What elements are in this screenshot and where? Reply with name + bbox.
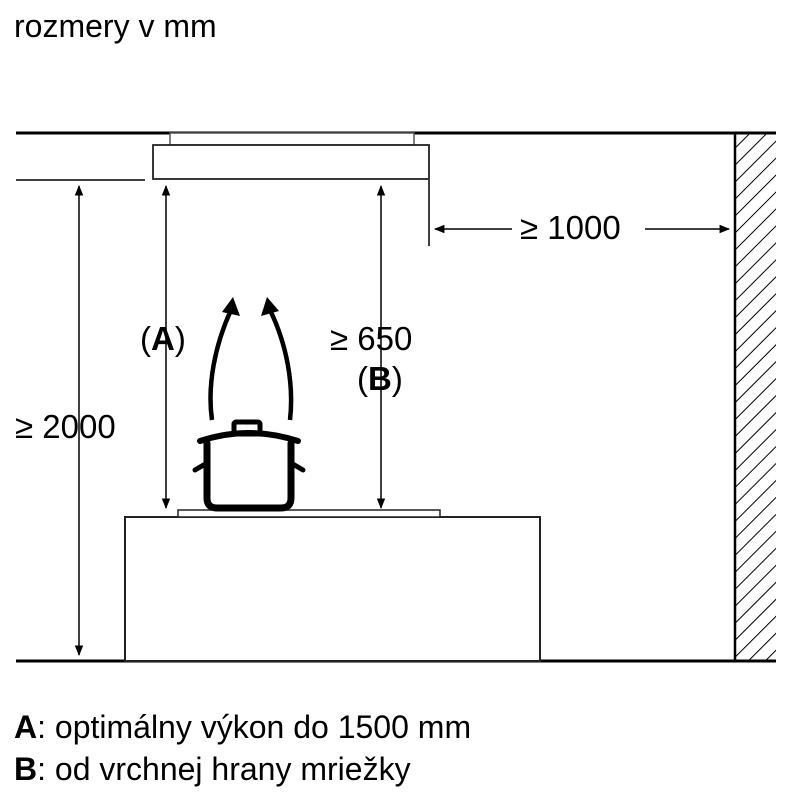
legend-item-b: B: od vrchnej hrany mriežky (14, 753, 411, 785)
legend-text-a: : optimálny výkon do 1500 mm (37, 709, 472, 745)
dim-label-b: (B) (357, 360, 403, 397)
legend-text-b: : od vrchnej hrany mriežky (37, 751, 411, 787)
legend-item-a: A: optimálny výkon do 1500 mm (14, 711, 471, 743)
wall-hatch (735, 133, 776, 661)
units-label: rozmery v mm (14, 8, 217, 44)
cooking-pot-icon (192, 419, 306, 512)
cooktop (177, 509, 441, 518)
steam-arrows-icon (208, 297, 294, 421)
dim-label-1000: ≥ 1000 (520, 209, 621, 246)
dim-label-2000: ≥ 2000 (15, 408, 116, 445)
dim-label-a: (A) (140, 320, 186, 357)
legend-key-a: A (14, 709, 38, 745)
kitchen-counter (124, 516, 541, 662)
dim-label-650: ≥ 650 (330, 320, 413, 357)
legend-key-b: B (14, 751, 38, 787)
hood-mount-plate (169, 132, 415, 146)
ceiling-hood (152, 144, 430, 180)
